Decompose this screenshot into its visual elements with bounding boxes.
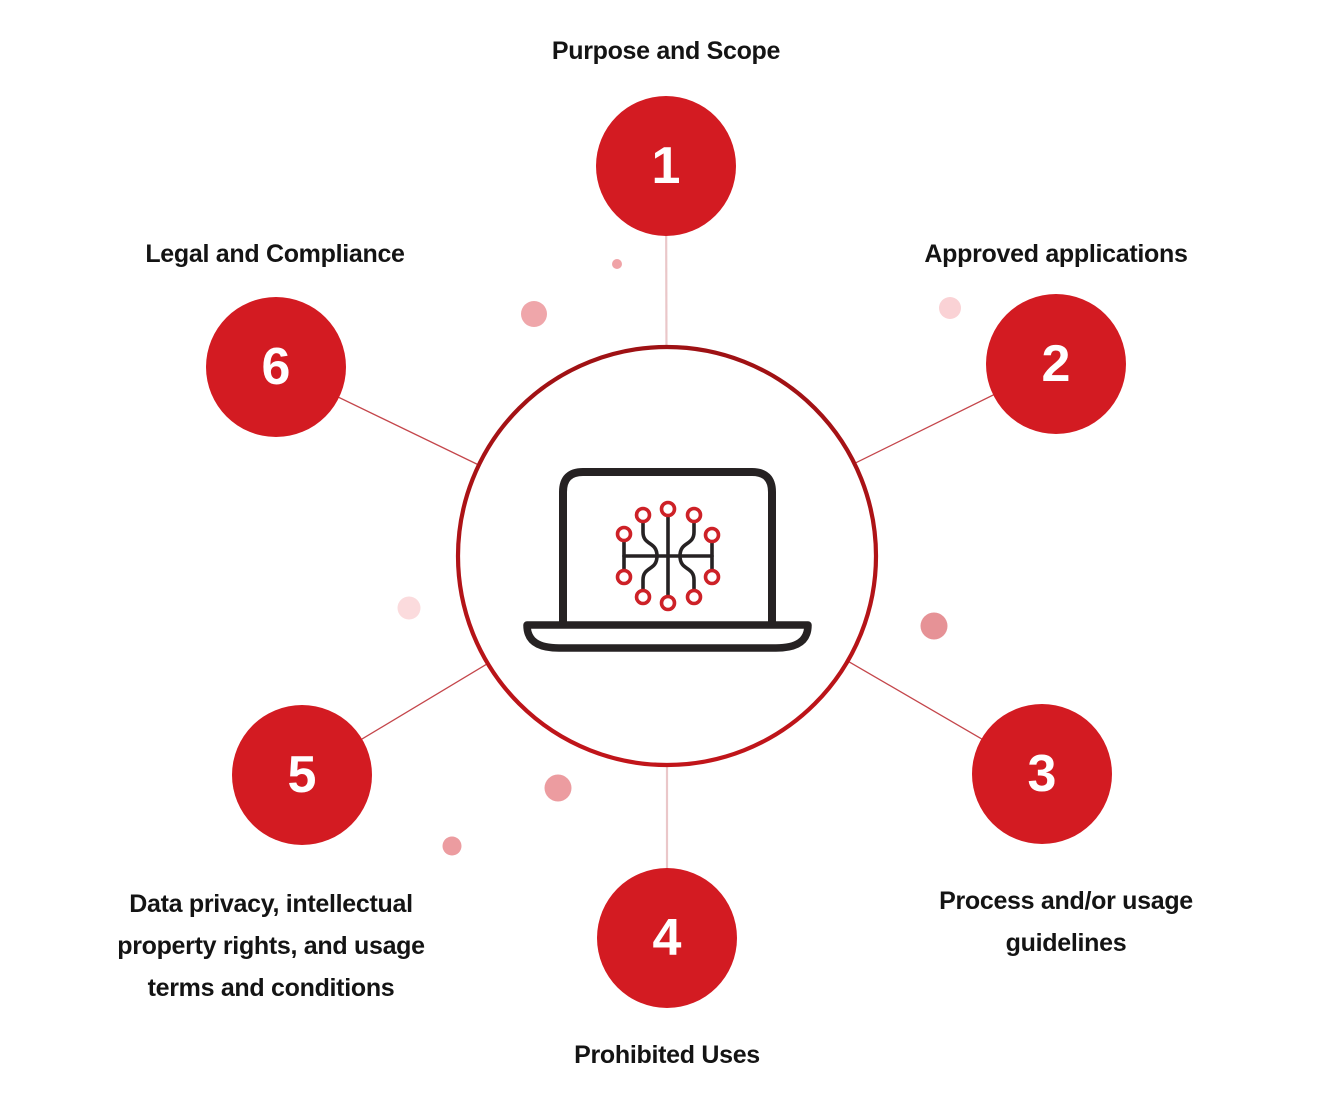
step-label-1: Purpose and Scope <box>551 37 781 65</box>
step-label-6: Legal and Compliance <box>145 240 405 268</box>
step-number-1: 1 <box>651 137 681 195</box>
decor-dot <box>397 596 421 620</box>
step-label-4: Prohibited Uses <box>574 1041 760 1069</box>
decor-dot <box>442 836 462 856</box>
step-label-2: Approved applications <box>924 240 1188 268</box>
step-circle-1: 1 <box>596 96 736 236</box>
step-circle-5: 5 <box>232 705 372 845</box>
step-circle-4: 4 <box>597 868 737 1008</box>
step-number-6: 6 <box>261 338 291 396</box>
step-number-2: 2 <box>1041 335 1071 393</box>
laptop-screen <box>559 468 776 632</box>
step-label-5: Data privacy, intellectual property righ… <box>117 890 425 1002</box>
circuit-pattern <box>615 500 721 612</box>
decor-dots <box>397 259 961 856</box>
decor-dot <box>939 297 961 319</box>
step-number-4: 4 <box>652 909 682 967</box>
step-number-5: 5 <box>287 746 317 804</box>
step-label-3: Process and/or usage guidelines <box>939 887 1193 957</box>
decor-dot <box>544 774 572 802</box>
laptop-base <box>523 621 812 652</box>
step-circle-6: 6 <box>206 297 346 437</box>
step-circle-2: 2 <box>986 294 1126 434</box>
decor-dot <box>521 301 547 327</box>
decor-dot <box>612 259 622 269</box>
decor-dot <box>920 612 948 640</box>
laptop-circuit-icon <box>523 468 812 652</box>
step-circle-3: 3 <box>972 704 1112 844</box>
step-number-3: 3 <box>1027 745 1057 803</box>
